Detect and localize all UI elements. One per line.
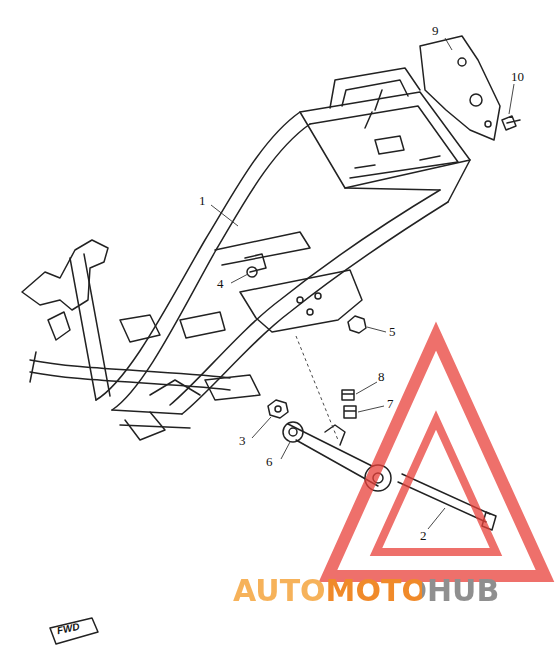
callout-number: 2 — [419, 529, 428, 542]
callout-number: 5 — [388, 325, 397, 338]
callout-number: 7 — [386, 397, 395, 410]
callout-number: 8 — [377, 370, 386, 383]
direction-tag: FWD — [55, 622, 81, 637]
callout-number: 3 — [238, 434, 247, 447]
callout-number: 4 — [216, 277, 225, 290]
watermark: AUTOMOTOHUB — [232, 576, 500, 606]
callout-number: 6 — [265, 455, 274, 468]
callout-number: 1 — [198, 194, 207, 207]
callout-number: 9 — [431, 24, 440, 37]
callout-number: 10 — [510, 70, 525, 83]
